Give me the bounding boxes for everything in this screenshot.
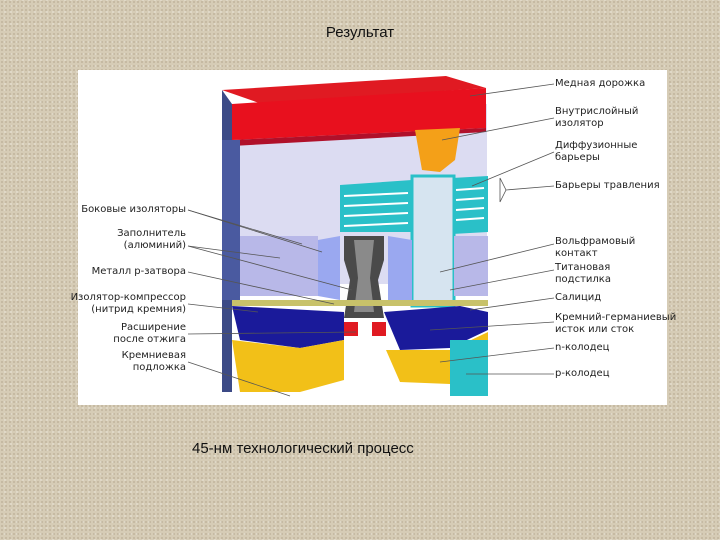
side-insulator-right xyxy=(388,236,412,304)
label-filler: Заполнитель(алюминий) xyxy=(60,228,186,252)
label-line: Титановая xyxy=(555,262,611,273)
p-well xyxy=(450,340,488,396)
label-line: (нитрид кремния) xyxy=(91,304,186,315)
label-line: Боковые изоляторы xyxy=(81,204,186,215)
label-line: контакт xyxy=(555,248,598,259)
label-line: после отжига xyxy=(113,334,186,345)
leader-lines xyxy=(187,83,555,397)
label-line: n-колодец xyxy=(555,342,610,353)
label-line: (алюминий) xyxy=(123,240,186,251)
label-line: барьеры xyxy=(555,152,600,163)
sige-right xyxy=(384,306,488,350)
label-line: Кремниевая xyxy=(121,350,186,361)
slide-title: Результат xyxy=(325,24,395,41)
side-insulator-left xyxy=(318,236,340,300)
label-n-well: n-колодец xyxy=(555,342,610,354)
label-copper-track: Медная дорожка xyxy=(555,78,645,90)
label-line: Салицид xyxy=(555,292,602,303)
label-line: Барьеры травления xyxy=(555,180,660,191)
label-line: Изолятор-компрессор xyxy=(70,292,186,303)
n-well xyxy=(232,340,344,392)
label-line: Медная дорожка xyxy=(555,78,646,89)
side-strip xyxy=(222,140,240,300)
label-line: р-колодец xyxy=(555,368,610,379)
gate-core xyxy=(354,240,374,312)
label-line: Металл р-затвора xyxy=(91,266,186,277)
filler-region-right xyxy=(454,236,488,296)
anneal-expansion-left xyxy=(344,322,358,336)
label-side-insulators: Боковые изоляторы xyxy=(60,204,186,216)
label-line: Вольфрамовый xyxy=(555,236,636,247)
label-p-well: р-колодец xyxy=(555,368,610,380)
label-line: Внутрислойный xyxy=(555,106,639,117)
slide-caption: 45-нм технологический процесс xyxy=(192,440,414,457)
label-line: Кремний-германиевый xyxy=(555,312,677,323)
salicide-layer xyxy=(232,300,488,306)
label-line: исток или сток xyxy=(555,324,635,335)
label-line: подложка xyxy=(132,362,186,373)
label-line: Заполнитель xyxy=(117,228,186,239)
label-salicide: Салицид xyxy=(555,292,601,304)
tungsten-contact xyxy=(410,174,456,308)
substrate xyxy=(344,336,386,392)
label-line: изолятор xyxy=(555,118,604,129)
label-line: подстилка xyxy=(555,274,611,285)
copper-top-face xyxy=(222,76,486,104)
copper-front xyxy=(232,88,486,140)
label-p-gate-metal: Металл р-затвора xyxy=(60,266,186,278)
label-line: Расширение xyxy=(121,322,186,333)
etch-barrier-right xyxy=(452,176,488,234)
label-compressor-insulator: Изолятор-компрессор(нитрид кремния) xyxy=(60,292,186,316)
filler-region xyxy=(240,236,318,296)
label-etch-barriers: Барьеры травления xyxy=(555,180,660,192)
sige-left xyxy=(232,306,344,348)
label-line: Диффузионные xyxy=(555,140,638,151)
etch-barrier-bracket xyxy=(499,177,507,203)
anneal-expansion-right xyxy=(372,322,386,336)
